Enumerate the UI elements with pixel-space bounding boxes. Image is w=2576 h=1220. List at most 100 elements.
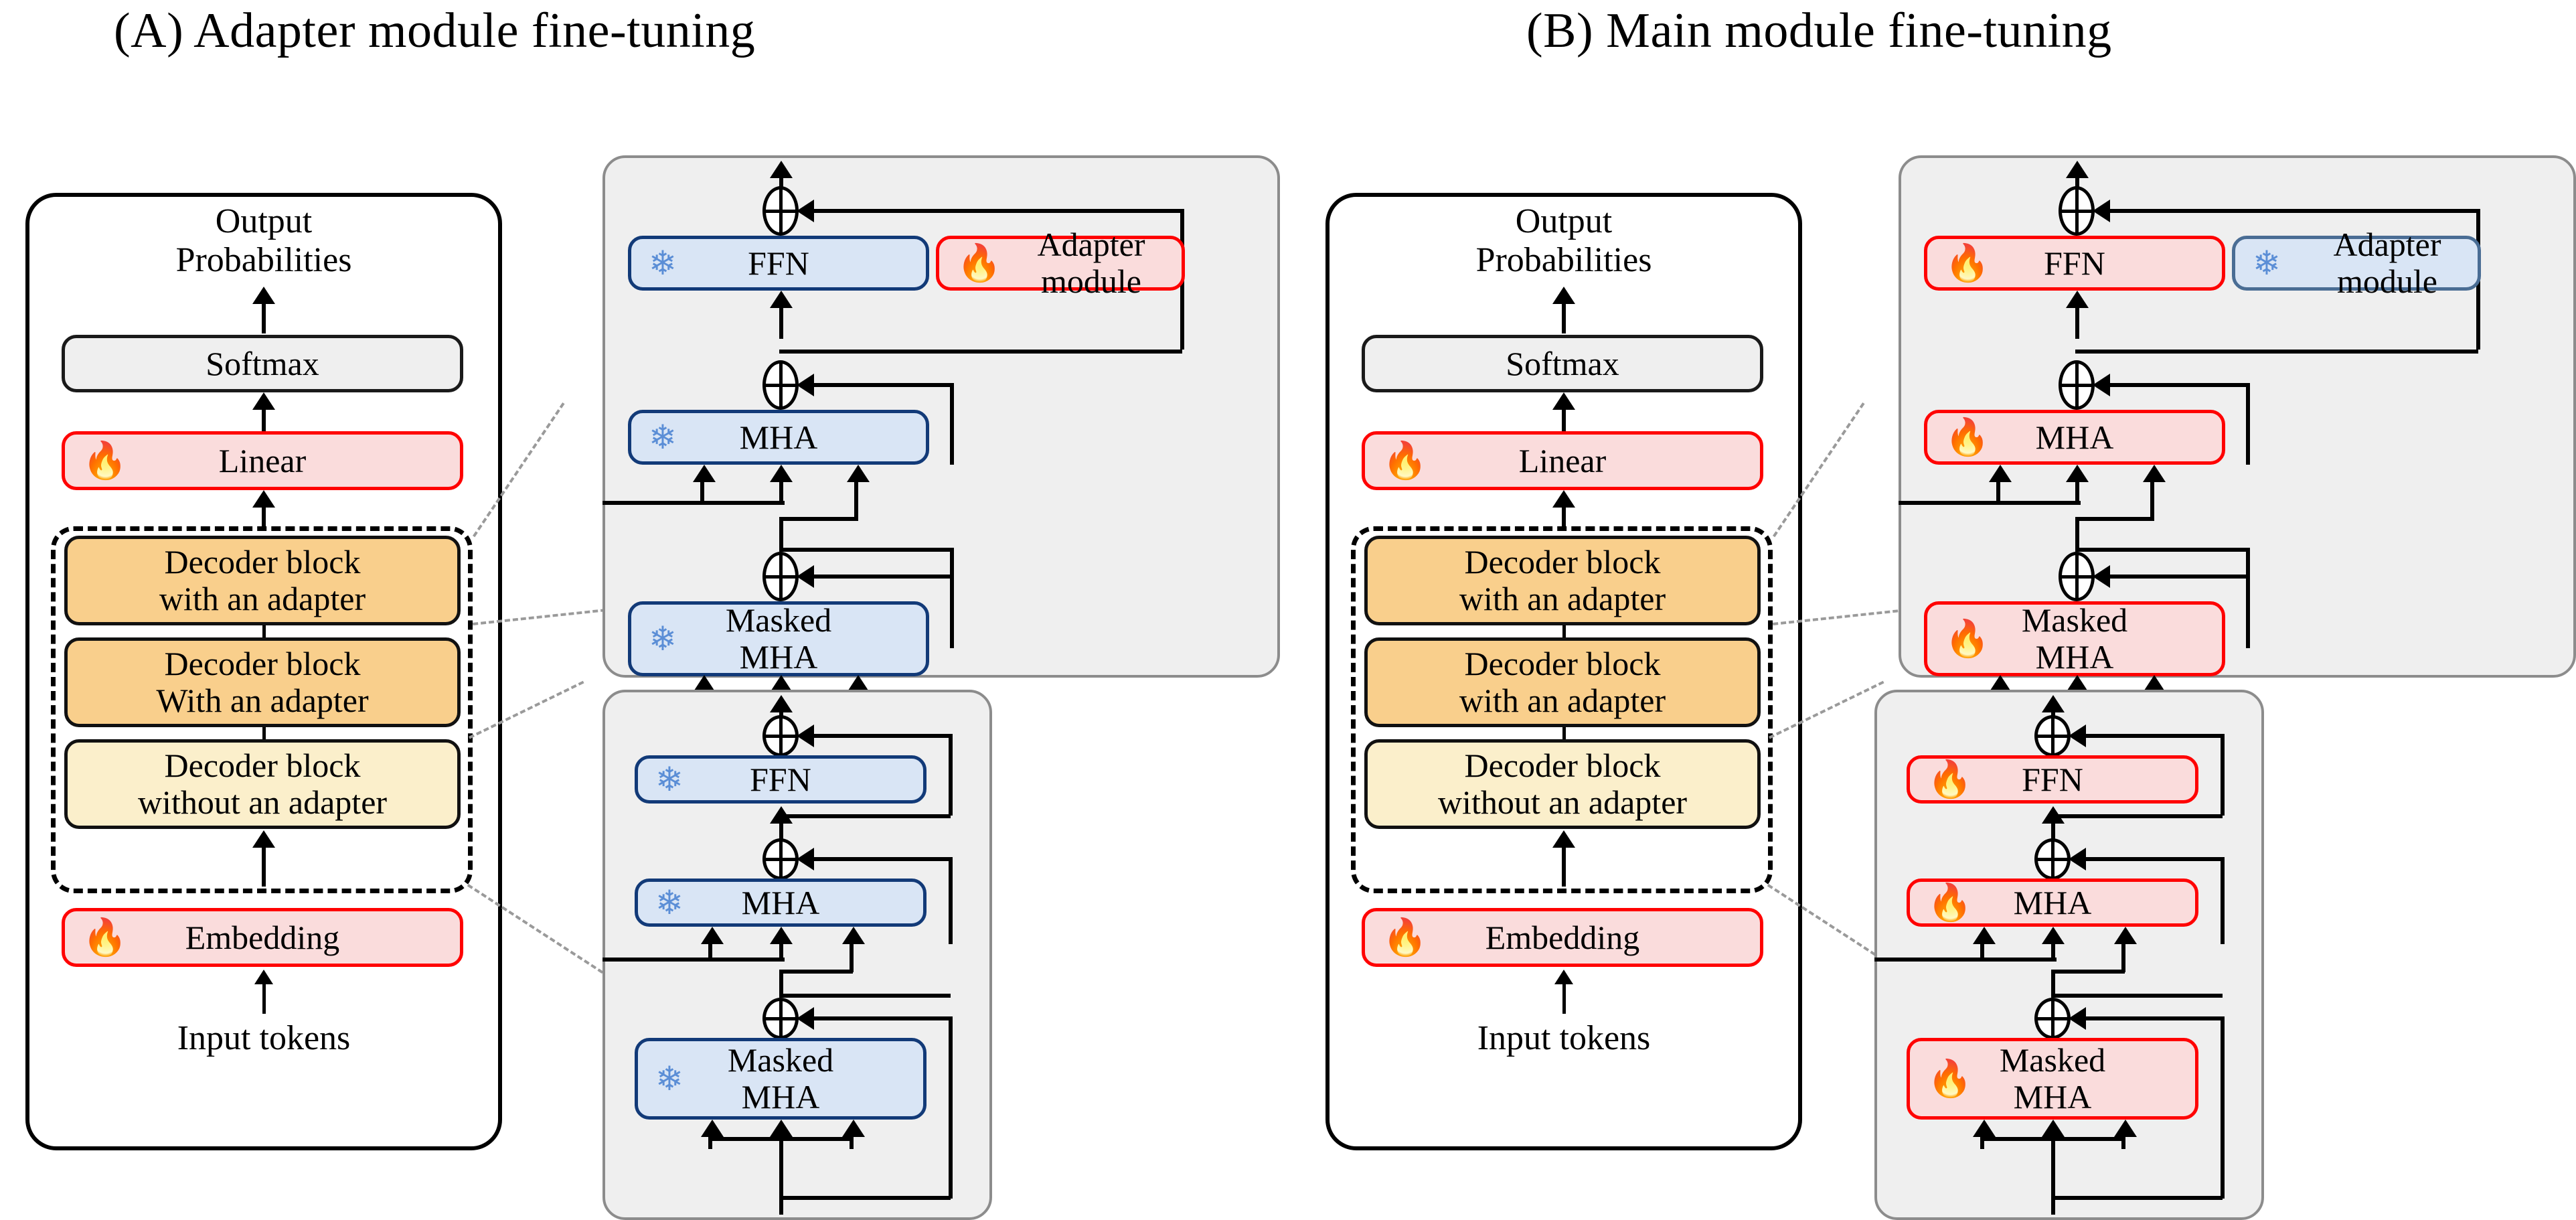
- wire-mha-res-down-a1: [950, 383, 954, 465]
- wire-input-to-embedding-b: [1562, 983, 1566, 1014]
- panel-b-softmax-box[interactable]: Softmax: [1362, 335, 1763, 392]
- arrowhead-masked-in1-a1: [693, 675, 716, 692]
- panel-b-embedding-box[interactable]: 🔥 Embedding: [1362, 908, 1763, 967]
- panel-b-exp2-ffn[interactable]: 🔥 FFN: [1907, 755, 2198, 804]
- wire-mha-fanin-b1: [1899, 501, 2081, 505]
- adapter-label: Adapter module: [1037, 226, 1145, 300]
- panel-a-exp1-masked-mha[interactable]: ❄ Masked MHA: [628, 601, 929, 676]
- wire-mha-stem-a1: [779, 517, 783, 552]
- arrowhead-masked-in3-a1: [847, 675, 870, 692]
- snowflake-icon: ❄: [649, 418, 677, 456]
- embedding-label: Embedding: [1485, 918, 1640, 956]
- masked-label-line2: MHA: [2035, 638, 2114, 676]
- arrowhead-add-mha-a2: [797, 848, 814, 870]
- arrowhead-to-embedding: [254, 970, 273, 984]
- arrowhead-masked-in1-b2: [1973, 1120, 1996, 1137]
- wire-linear-to-softmax: [262, 407, 266, 431]
- wire-decoders-to-linear: [262, 505, 266, 528]
- masked-label-line1: Masked: [1999, 1041, 2106, 1079]
- softmax-label: Softmax: [1506, 344, 1619, 382]
- arrowhead-add-masked-b2: [2069, 1007, 2086, 1030]
- arrowhead-ffn-b1: [2066, 291, 2089, 308]
- decoder-block-line2: with an adapter: [1459, 580, 1666, 617]
- wire-mha-in3-b1: [2150, 482, 2154, 520]
- snowflake-icon: ❄: [2253, 244, 2281, 282]
- arrowhead-exp-a1-out: [770, 161, 793, 178]
- wire-masked-res-v-a1: [950, 548, 954, 648]
- panel-a-decoder-block-3[interactable]: Decoder block without an adapter: [64, 739, 461, 829]
- panel-b-exp1-adapter[interactable]: ❄ Adapter module: [2232, 226, 2481, 300]
- wire-decoders-to-linear-b: [1562, 505, 1566, 528]
- arrowhead-masked-in2-b2: [2042, 1120, 2065, 1137]
- panel-b-decoder-block-2[interactable]: Decoder block with an adapter: [1364, 637, 1761, 727]
- wire-masked-stem-a2: [779, 1137, 783, 1215]
- flame-icon: 🔥: [1927, 1059, 1973, 1099]
- arrowhead-masked-in3-b2: [2114, 1120, 2137, 1137]
- panel-b-exp2-mha[interactable]: 🔥 MHA: [1907, 879, 2198, 927]
- snowflake-icon: ❄: [655, 761, 683, 798]
- masked-label-line1: Masked: [725, 601, 832, 639]
- ffn-label: FFN: [750, 760, 811, 798]
- output-label-line2: Probabilities: [1475, 241, 1652, 280]
- arrowhead-mha-in1-a2: [701, 927, 724, 944]
- wire-mha-in1-b1: [1996, 482, 2000, 504]
- panel-b-exp1-mha[interactable]: 🔥 MHA: [1924, 410, 2225, 465]
- panel-a-decoder-block-1[interactable]: Decoder block with an adapter: [64, 536, 461, 625]
- wire-mha-fanin-a1: [602, 501, 785, 505]
- panel-a-exp1-ffn[interactable]: ❄ FFN: [628, 236, 929, 291]
- wire-db3-to-db2-b: [1562, 727, 1566, 739]
- arrowhead-mha-in1-a1: [693, 465, 716, 482]
- panel-b-decoder-block-3[interactable]: Decoder block without an adapter: [1364, 739, 1761, 829]
- output-label-line2: Probabilities: [175, 241, 352, 280]
- snowflake-icon: ❄: [649, 620, 677, 658]
- panel-b-exp1-masked-mha[interactable]: 🔥 Masked MHA: [1924, 601, 2225, 676]
- masked-label-line1: Masked: [727, 1041, 834, 1079]
- panel-a-exp2-masked-mha[interactable]: ❄ Masked MHA: [635, 1038, 927, 1120]
- panel-b-exp2-masked-mha[interactable]: 🔥 Masked MHA: [1907, 1038, 2198, 1120]
- snowflake-icon: ❄: [655, 1060, 683, 1097]
- panel-a-exp1-adapter[interactable]: 🔥 Adapter module: [936, 226, 1185, 300]
- arrowhead-to-embedding-b: [1554, 970, 1573, 984]
- panel-a-exp2-ffn[interactable]: ❄ FFN: [635, 755, 927, 804]
- panel-a-exp2-mha[interactable]: ❄ MHA: [635, 879, 927, 927]
- panel-a-softmax-box[interactable]: Softmax: [62, 335, 463, 392]
- panel-a-decoder-block-2[interactable]: Decoder block With an adapter: [64, 637, 461, 727]
- panel-b-exp1-ffn[interactable]: 🔥 FFN: [1924, 236, 2225, 291]
- wire-mha-in3-b2: [2121, 943, 2125, 972]
- wire-mha-stem-h-b1: [2075, 548, 2248, 552]
- arrowhead-to-linear-b: [1552, 490, 1575, 508]
- wire-masked-stem-b2: [2051, 1137, 2055, 1215]
- panel-b-linear-box[interactable]: 🔥 Linear: [1362, 431, 1763, 490]
- wire-masked-res-v-b1: [2246, 548, 2250, 648]
- snowflake-icon: ❄: [655, 884, 683, 921]
- flame-icon: 🔥: [1382, 917, 1428, 958]
- panel-a-title: (A) Adapter module fine-tuning: [114, 3, 756, 58]
- flame-icon: 🔥: [1945, 417, 1990, 457]
- wire-masked-stem-h-a2: [779, 1196, 951, 1200]
- wire-mha-stem-b2: [2051, 970, 2055, 996]
- arrowhead-add-mha-b2: [2069, 848, 2086, 870]
- flame-icon: 🔥: [1927, 759, 1973, 799]
- arrowhead-masked-in2-b1: [2066, 675, 2089, 692]
- arrowhead-exp-b1-out: [2066, 161, 2089, 178]
- panel-b-title: (B) Main module fine-tuning: [1526, 3, 2112, 58]
- arrowhead-to-softmax-b: [1552, 392, 1575, 410]
- panel-a-linear-box[interactable]: 🔥 Linear: [62, 431, 463, 490]
- wire-mha-to-ffn-b2: [2051, 821, 2055, 844]
- wire-mha-in2-b1: [2075, 482, 2079, 504]
- wire-mha-res-v-b2: [2221, 857, 2225, 944]
- mha-label: MHA: [739, 418, 818, 456]
- wire-masked-in3-a2: [850, 1137, 854, 1149]
- embedding-label: Embedding: [185, 918, 340, 956]
- wire-mha-fanin2-b1: [2075, 517, 2154, 521]
- panel-a-exp1-mha[interactable]: ❄ MHA: [628, 410, 929, 465]
- wire-masked-residual-a1: [800, 575, 954, 579]
- decoder-block-line2: with an adapter: [1459, 682, 1666, 719]
- wire-masked-res-v-a2: [949, 1016, 953, 1199]
- panel-b-output-label: Output Probabilities: [1325, 202, 1802, 280]
- arrowhead-mha-in1-b2: [1973, 927, 1996, 944]
- panel-b-decoder-block-1[interactable]: Decoder block with an adapter: [1364, 536, 1761, 625]
- flame-icon: 🔥: [82, 441, 128, 481]
- decoder-block-line1: Decoder block: [1464, 747, 1661, 784]
- panel-a-embedding-box[interactable]: 🔥 Embedding: [62, 908, 463, 967]
